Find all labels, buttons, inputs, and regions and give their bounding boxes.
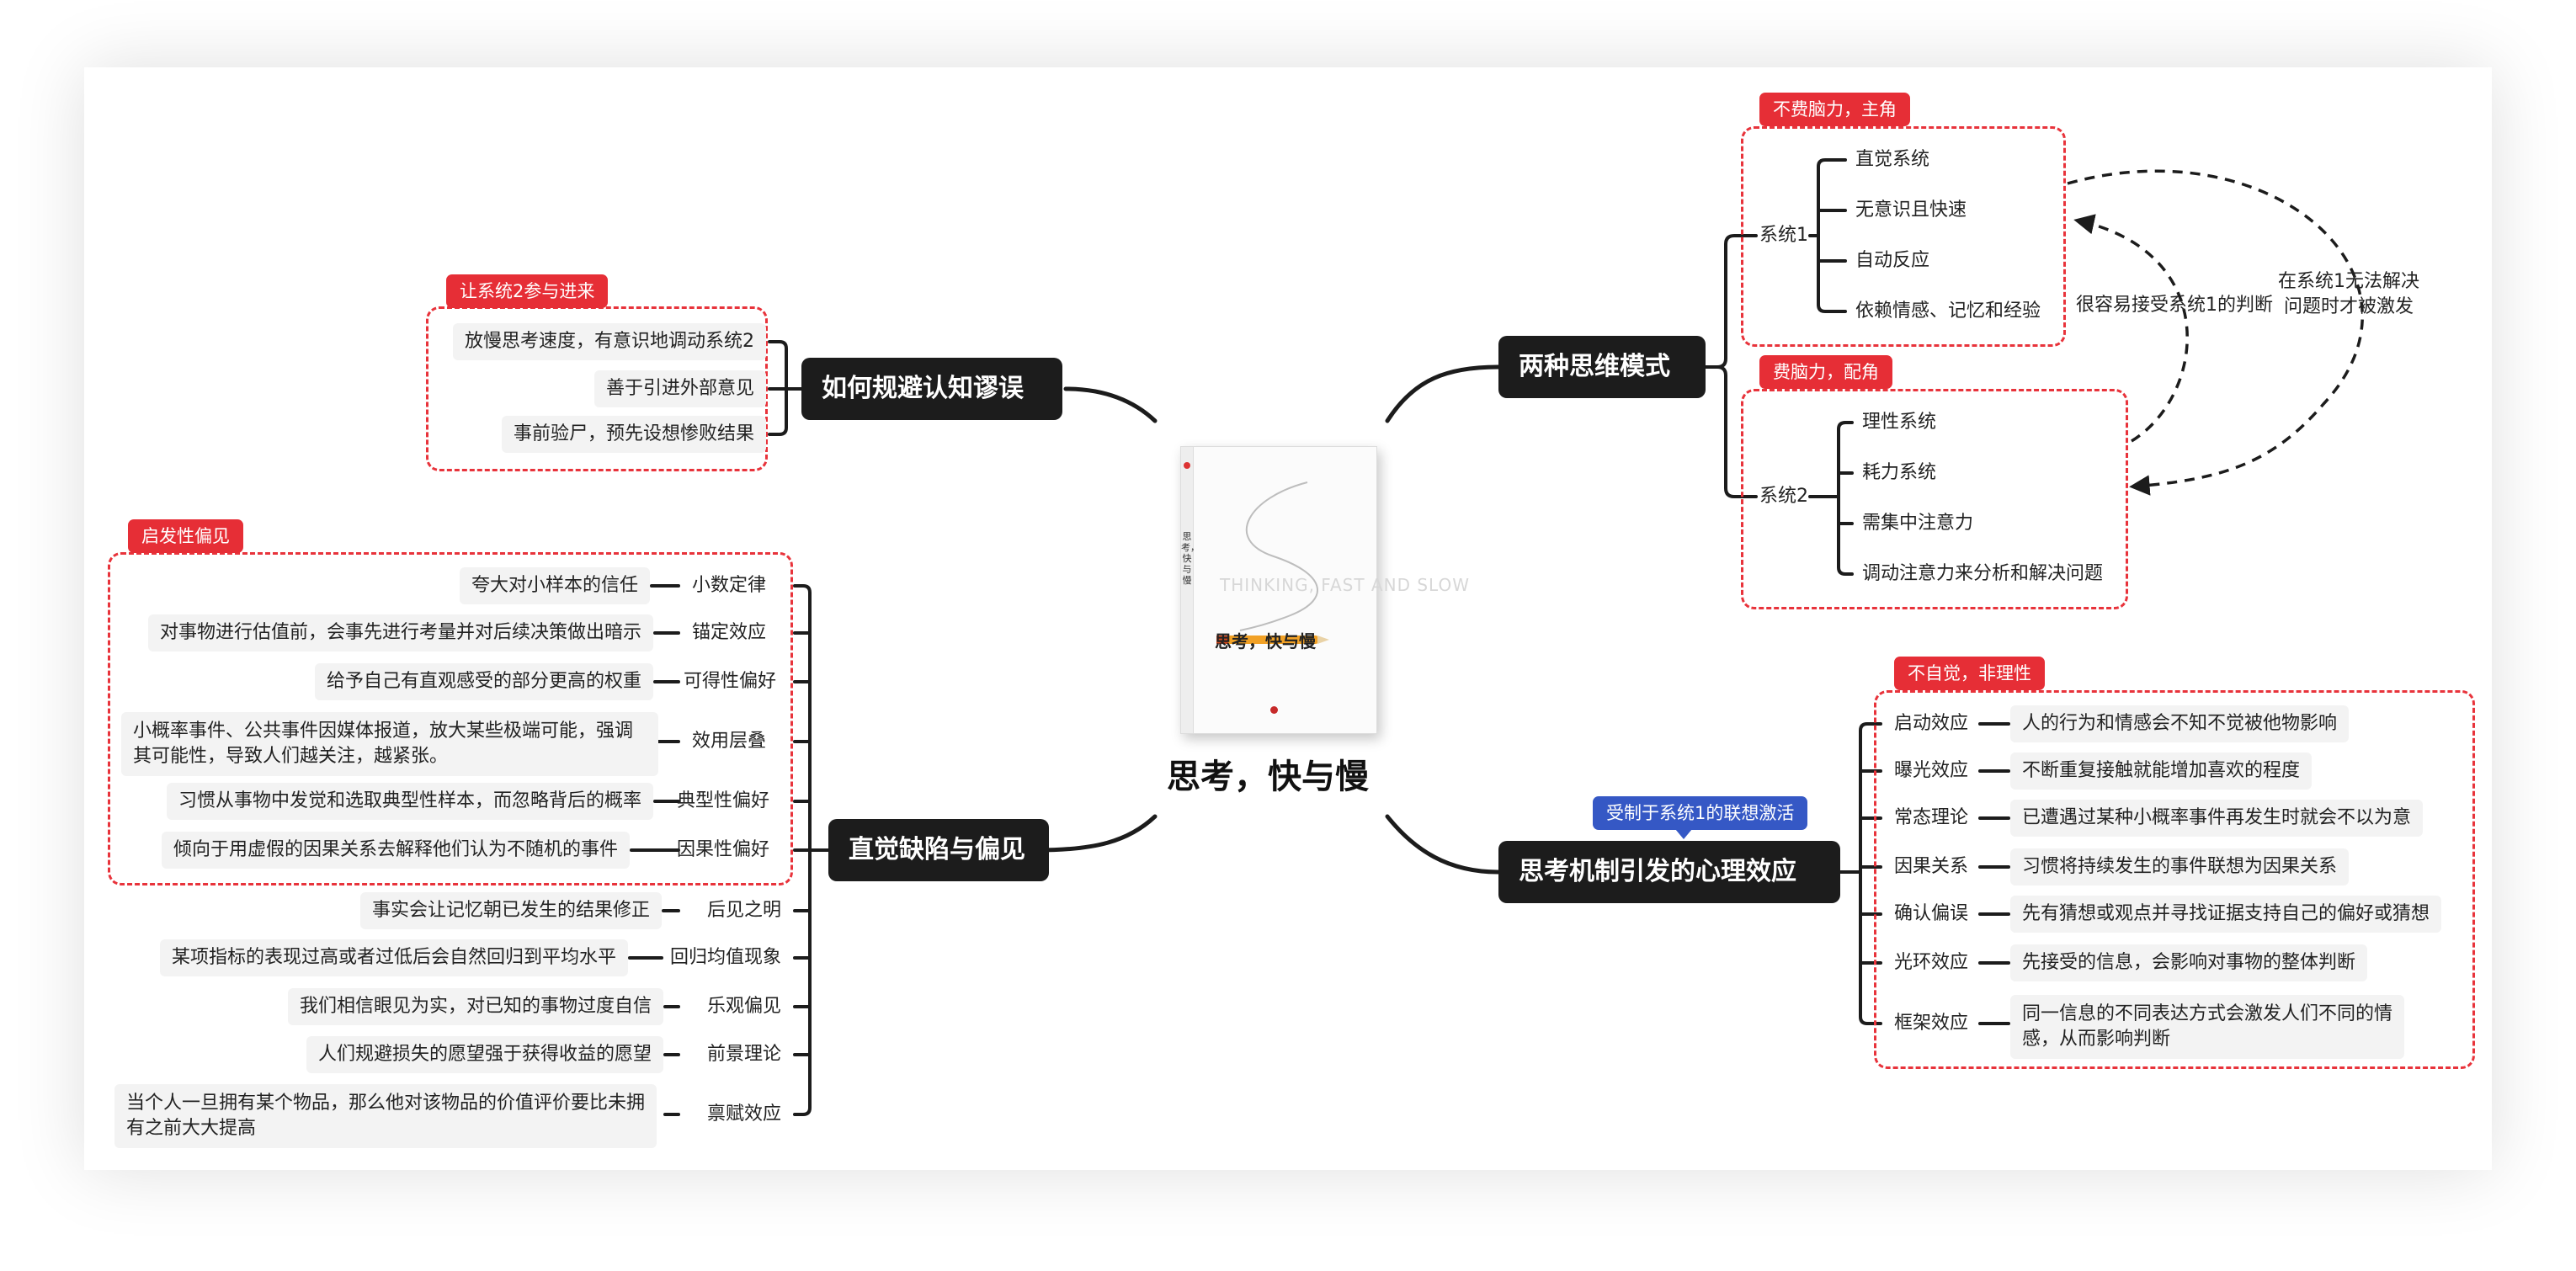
heuristic-desc: 倾向于用虚假的因果关系去解释他们认为不随机的事件	[161, 832, 630, 869]
effect-desc: 先有猜想或观点并寻找证据支持自己的偏好或猜想	[2010, 896, 2442, 933]
arrow-note-system2-activated: 在系统1无法解决 问题时才被激发	[2278, 271, 2419, 317]
bias-name[interactable]: 禀赋效应	[707, 1103, 782, 1125]
system1-item[interactable]: 直觉系统	[1855, 149, 1930, 170]
bias-desc: 当个人一旦拥有某个物品，那么他对该物品的价值评价要比未拥有之前大大提高	[114, 1084, 657, 1148]
avoid-tag: 让系统2参与进来	[446, 274, 609, 308]
system2-item[interactable]: 需集中注意力	[1862, 513, 1974, 534]
heuristic-desc: 习惯从事物中发觉和选取典型性样本，而忽略背后的概率	[166, 783, 653, 820]
effect-desc: 习惯将持续发生的事件联想为因果关系	[2010, 848, 2350, 885]
book-logo-dot	[1184, 462, 1190, 469]
bias-name[interactable]: 回归均值现象	[670, 947, 782, 968]
branch-thinking-modes[interactable]: 两种思维模式	[1498, 336, 1706, 398]
effect-name[interactable]: 常态理论	[1894, 807, 1969, 828]
blue-tag-pointer-icon	[1675, 829, 1692, 839]
bias-desc: 事实会让记忆朝已发生的结果修正	[359, 892, 662, 929]
system1-group-box	[1741, 126, 2066, 347]
effect-desc: 先接受的信息，会影响对事物的整体判断	[2010, 944, 2368, 981]
book-spine	[1181, 447, 1194, 733]
system1-tag: 不费脑力，主角	[1759, 93, 1910, 126]
heuristic-desc: 对事物进行估值前，会事先进行考量并对后续决策做出暗示	[147, 614, 653, 651]
system2-group-box	[1741, 389, 2128, 609]
effect-name[interactable]: 因果关系	[1894, 856, 1969, 877]
book-cover-title: 思考，快与慢	[1215, 631, 1316, 651]
book-swirl-graphic	[1216, 481, 1329, 644]
effect-desc: 已遭遇过某种小概率事件再发生时就会不以为意	[2010, 800, 2424, 837]
branch-psychological-effects[interactable]: 思考机制引发的心理效应	[1498, 841, 1840, 903]
avoid-item[interactable]: 事前验尸，预先设想惨败结果	[501, 416, 766, 453]
system2-tag: 费脑力，配角	[1759, 355, 1892, 389]
effect-desc: 同一信息的不同表达方式会激发人们不同的情感，从而影响判断	[2010, 995, 2404, 1059]
heuristic-desc: 给予自己有直观感受的部分更高的权重	[314, 663, 653, 700]
system1-item[interactable]: 自动反应	[1855, 250, 1930, 271]
branch-intuition-biases[interactable]: 直觉缺陷与偏见	[828, 819, 1049, 881]
effect-desc: 人的行为和情感会不知不觉被他物影响	[2010, 705, 2350, 742]
book-english-title: THINKING, FAST AND SLOW	[1220, 575, 1470, 595]
heuristic-desc: 夸大对小样本的信任	[459, 567, 650, 604]
system2-label[interactable]: 系统2	[1759, 486, 1808, 507]
heuristics-group-box	[108, 552, 793, 885]
system2-item[interactable]: 耗力系统	[1862, 462, 1937, 483]
system2-item[interactable]: 调动注意力来分析和解决问题	[1862, 563, 2104, 584]
system1-label[interactable]: 系统1	[1759, 225, 1808, 246]
heuristics-tag: 启发性偏见	[128, 519, 243, 553]
bias-name[interactable]: 后见之明	[707, 900, 782, 921]
heuristic-name[interactable]: 小数定律	[692, 575, 767, 596]
bias-name[interactable]: 前景理论	[707, 1044, 782, 1065]
effect-name[interactable]: 启动效应	[1894, 713, 1969, 734]
heuristic-name[interactable]: 典型性偏好	[677, 790, 770, 811]
branch-avoid-cognitive-errors[interactable]: 如何规避认知谬误	[801, 358, 1062, 420]
effect-name[interactable]: 确认偏误	[1894, 903, 1969, 924]
effect-desc: 不断重复接触就能增加喜欢的程度	[2010, 752, 2313, 790]
heuristic-name[interactable]: 可得性偏好	[684, 671, 777, 692]
bias-desc: 某项指标的表现过高或者过低后会自然回归到平均水平	[159, 939, 628, 976]
effect-name[interactable]: 曝光效应	[1894, 760, 1969, 781]
heuristic-name[interactable]: 锚定效应	[692, 622, 767, 643]
system1-item[interactable]: 无意识且快速	[1855, 199, 1967, 221]
avoid-item[interactable]: 放慢思考速度，有意识地调动系统2	[453, 323, 766, 360]
book-cover-image: 思考，快与慢 THINKING, FAST AND SLOW 思考，快与慢	[1180, 446, 1469, 734]
effect-name[interactable]: 框架效应	[1894, 1013, 1969, 1034]
avoid-item[interactable]: 善于引进外部意见	[593, 370, 766, 407]
heuristic-name[interactable]: 因果性偏好	[677, 839, 770, 860]
heuristic-name[interactable]: 效用层叠	[692, 731, 767, 752]
bias-name[interactable]: 乐观偏见	[707, 996, 782, 1017]
heuristic-desc: 小概率事件、公共事件因媒体报道，放大某些极端可能，强调其可能性，导致人们越关注，…	[121, 712, 658, 776]
effects-group-box	[1874, 690, 2475, 1069]
effects-blue-tag: 受制于系统1的联想激活	[1593, 796, 1808, 830]
effects-red-tag: 不自觉，非理性	[1894, 657, 2045, 690]
bias-desc: 我们相信眼见为实，对已知的事物过度自信	[287, 988, 663, 1025]
book-publisher-seal	[1270, 706, 1278, 714]
system2-item[interactable]: 理性系统	[1862, 412, 1937, 433]
system1-item[interactable]: 依赖情感、记忆和经验	[1855, 300, 2041, 322]
bias-desc: 人们规避损失的愿望强于获得收益的愿望	[306, 1036, 663, 1073]
arrow-note-accept-system1: 很容易接受系统1的判断	[2076, 295, 2273, 316]
book-vertical-title: 思考，快与慢	[1181, 531, 1200, 586]
effect-name[interactable]: 光环效应	[1894, 952, 1969, 973]
center-topic: 思考，快与慢	[1167, 758, 1369, 796]
